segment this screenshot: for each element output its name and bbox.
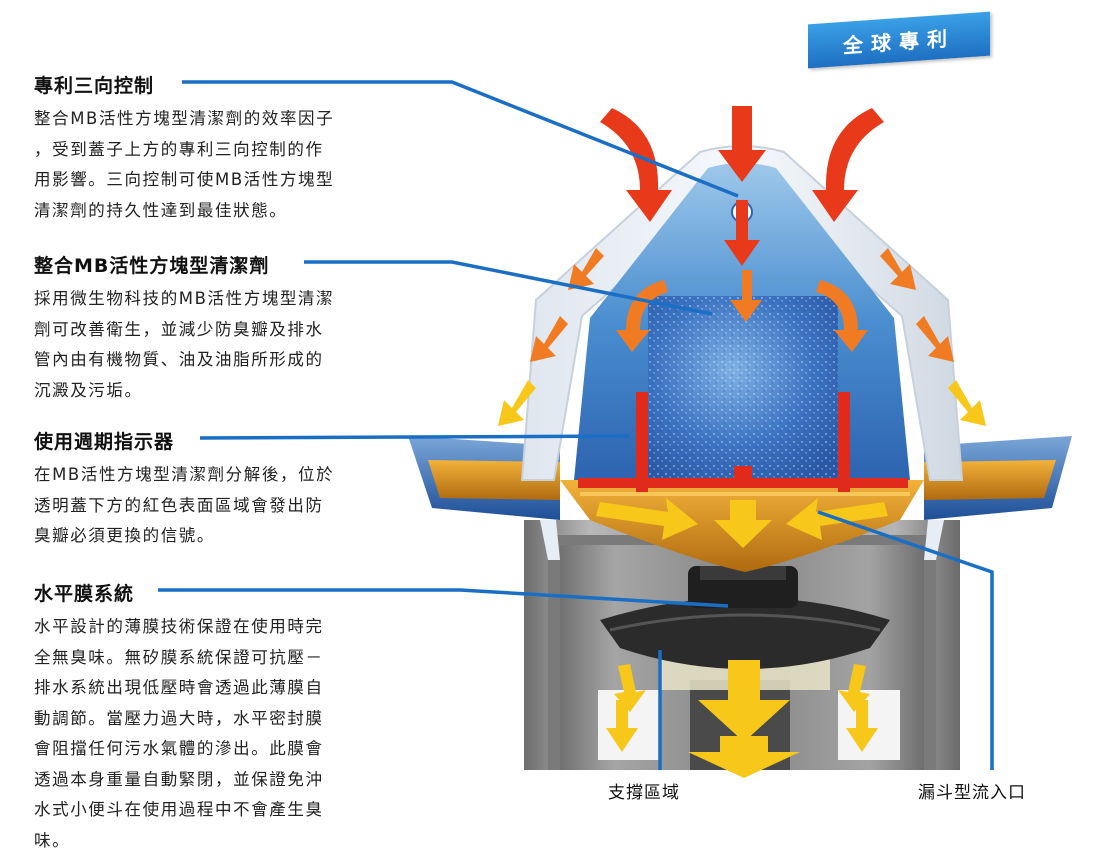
- section-body: 在MB活性方塊型清潔劑分解後，位於 透明蓋下方的紅色表面區域會發出防 臭瓣必須更…: [34, 465, 335, 545]
- section-title: 水平膜系統: [34, 583, 135, 605]
- section-body: 整合MB活性方塊型清潔劑的效率因子 ，受到蓋子上方的專利三向控制的作 用影響。三…: [34, 109, 335, 220]
- leader-line-membrane: [158, 588, 729, 608]
- section-usage-indicator: 使用週期指示器 在MB活性方塊型清潔劑分解後，位於 透明蓋下方的紅色表面區域會發…: [34, 428, 384, 552]
- leader-line-mb-cleaner: [304, 260, 713, 316]
- leader-line-three-way-control: [182, 80, 739, 198]
- airflow-arrows-red: [600, 106, 884, 266]
- airflow-arrows-orange: [530, 248, 954, 362]
- section-body: 水平設計的薄膜技術保證在使用時完 全無臭味。無矽膜系統保證可抗壓－ 排水系統出現…: [34, 617, 324, 850]
- section-title: 整合MB活性方塊型清潔劑: [34, 255, 270, 277]
- caption-funnel-inlet: 漏斗型流入口: [918, 783, 1026, 803]
- section-horizontal-membrane: 水平膜系統 水平設計的薄膜技術保證在使用時完 全無臭味。無矽膜系統保證可抗壓－ …: [34, 580, 384, 856]
- usage-indicator: [578, 392, 908, 492]
- transparent-cover: [520, 145, 964, 481]
- leader-line-funnel-inlet: [817, 510, 994, 770]
- section-title: 專利三向控制: [34, 75, 155, 97]
- leader-line-usage-indicator: [199, 434, 631, 440]
- airflow-arrows-yellow: [498, 380, 986, 778]
- section-title: 使用週期指示器: [34, 431, 175, 453]
- horizontal-membrane: [600, 566, 890, 669]
- section-body: 採用微生物科技的MB活性方塊型清潔 劑可改善衛生，並減少防臭瓣及排水 管內由有機…: [34, 289, 335, 400]
- leader-lines: [158, 80, 994, 770]
- mb-cleaner-cube: [648, 296, 838, 480]
- caption-support-area: 支撐區域: [608, 783, 680, 803]
- section-three-way-control: 專利三向控制 整合MB活性方塊型清潔劑的效率因子 ，受到蓋子上方的專利三向控制的…: [34, 72, 384, 226]
- section-mb-cleaner: 整合MB活性方塊型清潔劑 採用微生物科技的MB活性方塊型清潔 劑可改善衛生，並減…: [34, 252, 384, 406]
